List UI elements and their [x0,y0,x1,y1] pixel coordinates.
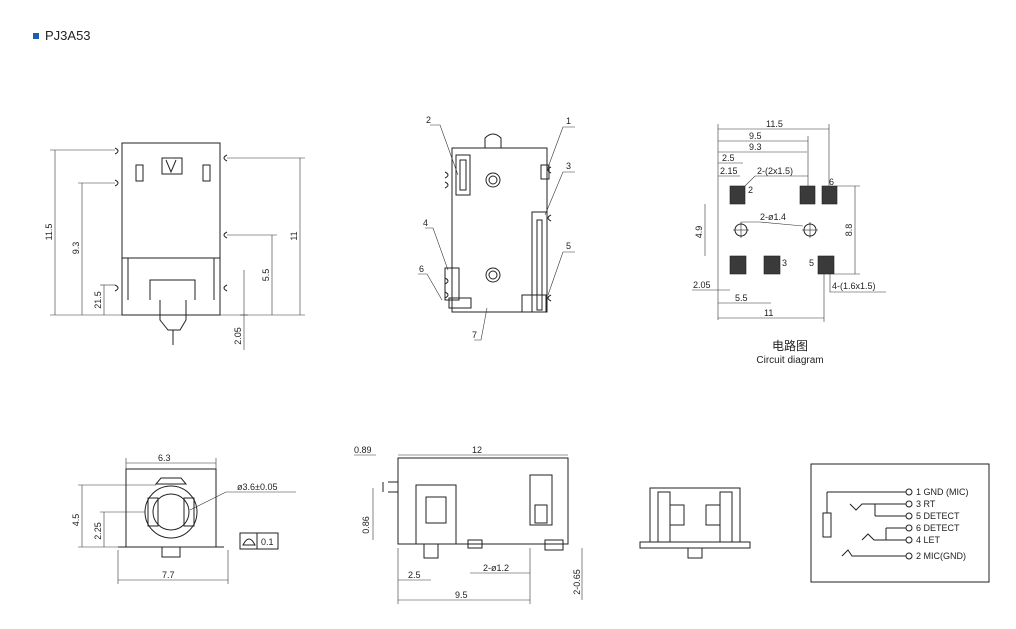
front-view: 11.5 9.3 21.5 11 5.5 2.05 [44,142,305,350]
dimension-label: 3 [782,258,787,268]
tolerance-frame [239,532,279,550]
dimension-label: 9.5 [455,590,468,600]
dimension-label: 4-(1.6x1.5) [832,281,876,291]
caption-en: Circuit diagram [756,355,823,366]
dimension-label: 2.5 [408,570,421,580]
dimension-label: 4.9 [694,226,704,239]
dimension-label: 9.3 [749,142,762,152]
dimension-label: 11 [289,231,299,240]
dimension-label: 8.8 [844,224,854,237]
back-view [639,487,751,559]
dimension-label: 2-ø1.2 [483,563,509,573]
dimension-label: 11 [764,308,773,318]
dimension-label: 5.5 [261,269,271,282]
schematic-pin-label: 4 LET [916,535,941,545]
dimension-label: 2.25 [93,522,103,540]
page-title: PJ3A53 [45,28,91,43]
dimension-label: 5 [566,241,571,251]
schematic-pin-label: 6 DETECT [916,523,960,533]
dimension-label: 6.3 [158,453,171,463]
dimension-label: 2-ø1.4 [760,212,786,222]
dimension-label: 0.86 [361,516,371,534]
dimension-label: 6 [829,177,834,187]
dimension-label: 7.7 [162,570,175,580]
pad-2 [729,185,746,205]
title-bullet-icon [33,33,39,39]
dimension-label: 6 [419,264,424,274]
dimension-label: 2-(2x1.5) [757,166,793,176]
circuit-layout: 2 6 3 5 11.5 9.5 9.3 2.5 2.15 2-(2x1.5) … [692,119,886,366]
dimension-label: 11.5 [44,224,54,241]
dimension-label: 9.5 [749,131,762,141]
dimension-label: 2.5 [722,153,735,163]
caption-cn: 电路图 [772,338,808,353]
dimension-label: 1 [566,116,571,126]
dimension-label: 0.1 [261,537,274,547]
dimension-label: 5.5 [735,293,748,303]
dimension-label: 5 [809,258,814,268]
dimension-label: 2 [748,185,753,195]
dimension-label: 2 [426,115,431,125]
dimension-label: 7 [472,330,477,340]
dimension-label: 4.5 [71,514,81,527]
schematic-pin-label: 5 DETECT [916,511,960,521]
bottom-view: 0.89 12 0.86 2.5 2-ø1.2 9.5 2-0.65 [354,445,583,604]
schematic-frame [810,463,990,583]
dimension-label: 2.15 [720,166,738,176]
schematic-pin-label: 3 RT [916,499,936,509]
schematic-pin-label: 2 MIC(GND) [916,551,966,561]
schematic: 1 GND (MIC) 3 RT 5 DETECT 6 DETECT 4 LET… [810,463,990,583]
dimension-label: 2.05 [233,327,243,345]
dimension-label: 2-0.65 [572,569,582,595]
dimension-label: 12 [472,445,482,455]
end-view: 6.3 4.5 2.25 7.7 ø3.6±0.05 0.1 [71,453,296,584]
dimension-label: 9.3 [71,242,81,255]
dimension-label: 0.89 [354,445,372,455]
schematic-pin-label: 1 GND (MIC) [916,487,969,497]
dimension-label: 11.5 [766,119,783,129]
dimension-label: 21.5 [93,291,103,309]
dimension-label: ø3.6±0.05 [237,482,277,492]
side-view: 2 1 3 4 5 6 7 [418,115,575,341]
dimension-label: 3 [566,161,571,171]
dimension-label: 4 [423,218,428,228]
dimension-label: 2.05 [693,280,711,290]
